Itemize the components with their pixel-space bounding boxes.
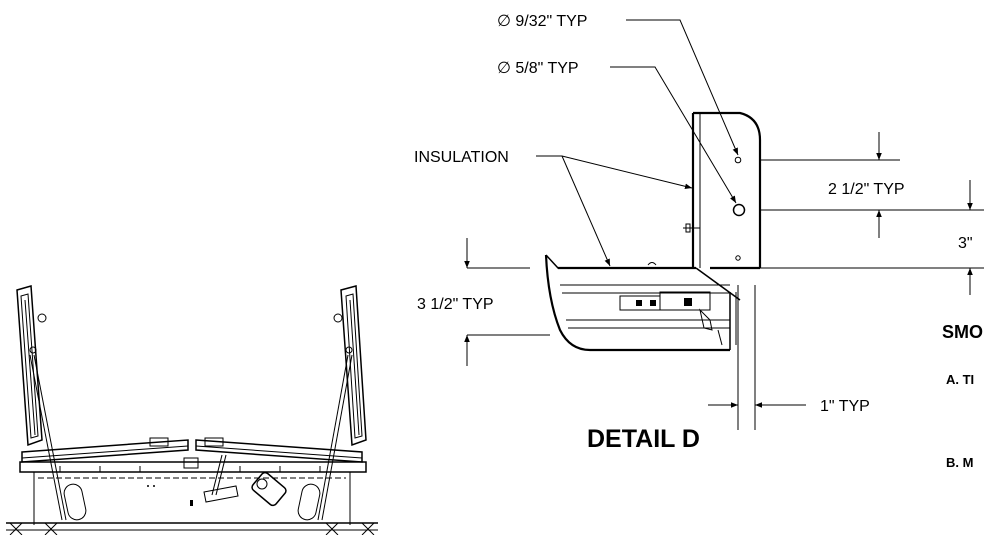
leader-insulation-lid	[561, 155, 611, 267]
note-a: A. TI	[946, 372, 974, 387]
leader-insulation-plate	[536, 155, 693, 190]
leader-hole-9-32	[626, 19, 739, 156]
side-heading: SMO	[942, 322, 983, 342]
hatch-elevation	[6, 285, 378, 535]
detail-d-drawing	[544, 111, 984, 430]
label-hole-9-32: ∅ 9/32" TYP	[497, 13, 587, 30]
label-dim-3-1-2: 3 1/2" TYP	[417, 296, 494, 313]
label-dim-1: 1" TYP	[820, 398, 870, 415]
right-cover	[333, 285, 367, 447]
hole-9-32	[734, 156, 742, 164]
leader-hole-5-8	[610, 66, 737, 204]
left-cover	[16, 285, 47, 447]
label-dim-2-1-2: 2 1/2" TYP	[828, 181, 905, 198]
label-insulation: INSULATION	[414, 149, 509, 166]
curb-plate	[683, 111, 762, 270]
detail-title: DETAIL D	[587, 425, 700, 453]
label-hole-5-8: ∅ 5/8" TYP	[497, 60, 579, 77]
hole-5-8	[732, 203, 746, 217]
note-b: B. M	[946, 455, 973, 470]
label-dim-3: 3"	[958, 235, 973, 252]
right-strut	[321, 354, 353, 521]
hinge	[619, 291, 723, 346]
latch-mechanism	[183, 454, 287, 507]
left-panel	[21, 439, 189, 463]
left-strut	[29, 354, 63, 521]
lid-section	[544, 254, 741, 352]
curb-top	[19, 461, 367, 473]
